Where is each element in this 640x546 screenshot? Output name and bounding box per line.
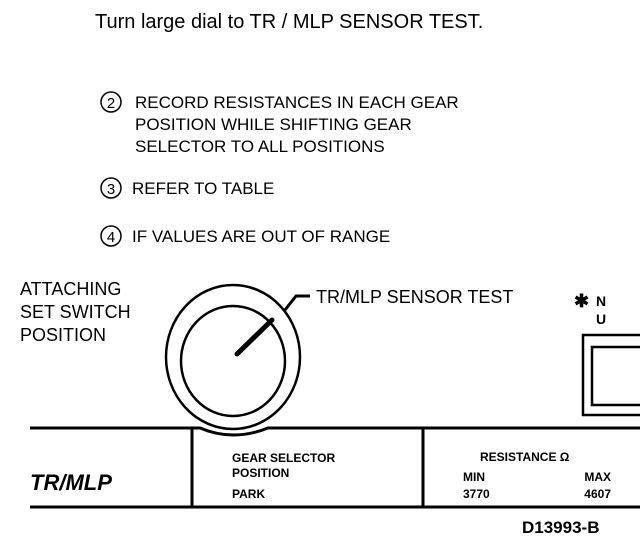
max-header: MAX (584, 470, 611, 484)
sensor-test-callout: TR/MLP SENSOR TEST (316, 287, 513, 307)
side-text: U (596, 311, 606, 327)
title: Turn large dial to TR / MLP SENSOR TEST. (95, 11, 483, 33)
step-number: 4 (107, 229, 115, 246)
step-number-circle (100, 91, 122, 113)
gear-selector-header: POSITION (232, 466, 289, 480)
step-text: RECORD RESISTANCES IN EACH GEAR (135, 93, 459, 112)
side-text: N (596, 293, 606, 309)
step-4: 4 IF VALUES ARE OUT OF RANGE (100, 225, 390, 247)
resistance-header: RESISTANCE Ω (480, 450, 570, 464)
step-number-circle (100, 177, 122, 199)
step-text: REFER TO TABLE (132, 179, 274, 198)
dial-pointer (234, 317, 275, 357)
leader-line (283, 294, 310, 311)
step-text: IF VALUES ARE OUT OF RANGE (132, 227, 390, 246)
min-value-cell: 3770 (463, 487, 490, 501)
table-name: TR/MLP (30, 470, 112, 495)
gear-position-cell: PARK (232, 487, 265, 501)
step-text: POSITION WHILE SHIFTING GEAR (135, 115, 412, 134)
asterisk-icon: ✱ (574, 291, 589, 311)
step-number: 3 (107, 181, 115, 198)
figure-code: D13993-B (522, 518, 600, 537)
step-3: 3 REFER TO TABLE (100, 177, 274, 199)
min-header: MIN (463, 470, 485, 484)
attaching-label: SET SWITCH (20, 302, 131, 322)
attaching-label: POSITION (20, 325, 106, 345)
max-value-cell: 4607 (584, 487, 611, 501)
step-number: 2 (107, 95, 115, 112)
connector-box (581, 333, 640, 417)
attaching-label: ATTACHING (20, 279, 121, 299)
step-text: SELECTOR TO ALL POSITIONS (135, 137, 385, 156)
gear-selector-header: GEAR SELECTOR (232, 451, 335, 465)
resistance-table: TR/MLP GEAR SELECTOR POSITION PARK RESIS… (30, 426, 640, 509)
step-2: 2 RECORD RESISTANCES IN EACH GEAR POSITI… (100, 91, 459, 156)
step-number-circle (100, 225, 122, 247)
dial-knob (164, 283, 302, 431)
